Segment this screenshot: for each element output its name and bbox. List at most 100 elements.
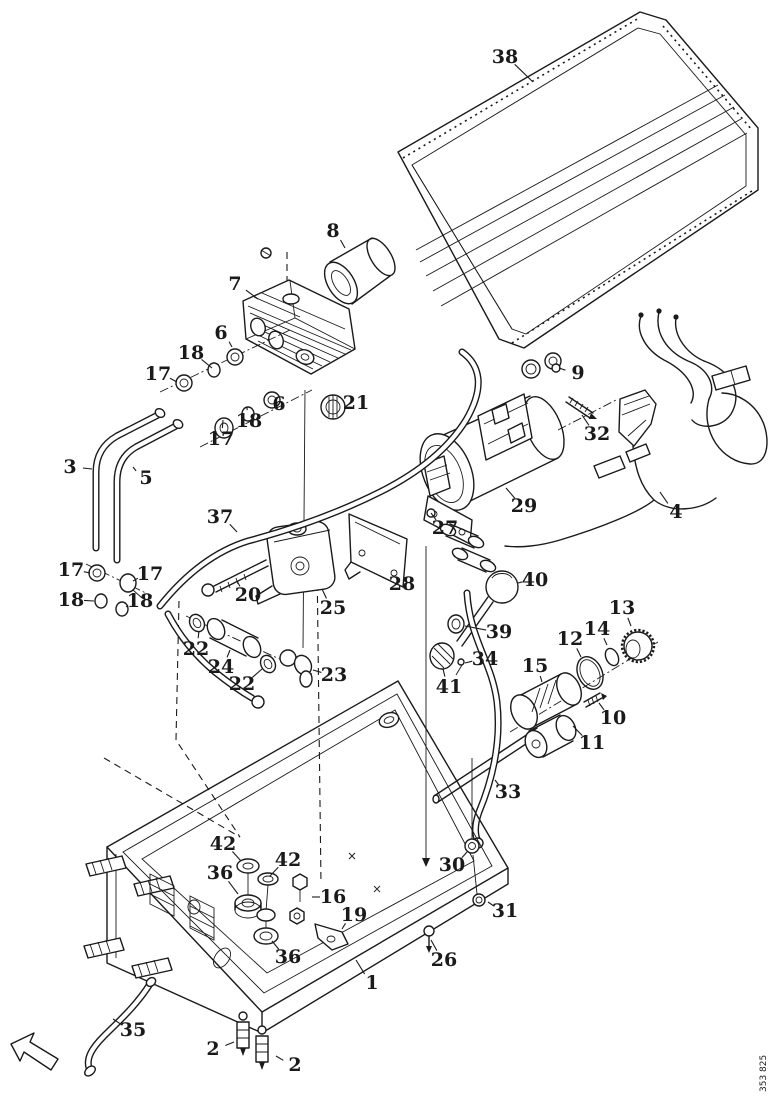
leader-line-33 — [494, 779, 499, 785]
part-callout-11: 11 — [579, 732, 605, 754]
plug-6 — [226, 348, 244, 366]
part-callout-20: 20 — [235, 584, 261, 606]
leader-line-29 — [505, 487, 516, 499]
valve-cores — [236, 1011, 269, 1070]
part-callout-24: 24 — [208, 656, 234, 678]
leader-line-13 — [627, 617, 632, 627]
part-callout-13: 13 — [609, 597, 635, 619]
valve-core-2b — [255, 1025, 269, 1070]
part-callout-25: 25 — [320, 597, 346, 619]
elbow-fitting-23 — [279, 649, 313, 688]
leader-line-1 — [355, 959, 366, 975]
leader-line-32 — [581, 414, 590, 426]
filter-breather-group — [432, 628, 659, 804]
o-ring-12 — [576, 656, 604, 690]
bracket-19 — [314, 923, 349, 951]
nut-18 — [94, 593, 108, 609]
leader-line-11 — [572, 725, 583, 737]
grommet-39 — [447, 614, 465, 634]
leader-line-12 — [576, 648, 582, 658]
grommet-41 — [429, 642, 455, 670]
part-callout-42: 42 — [275, 849, 301, 871]
hose-5 — [113, 418, 184, 564]
part-callout-14: 14 — [584, 618, 610, 640]
leader-line-18 — [201, 358, 213, 369]
leader-line-24 — [226, 649, 231, 658]
part-callout-8: 8 — [326, 220, 339, 242]
leader-line-14 — [603, 638, 608, 646]
pump-bolt-20 — [201, 559, 269, 597]
part-callout-19: 19 — [341, 904, 367, 926]
leader-line-20 — [236, 580, 241, 587]
reservoir-tank — [83, 680, 509, 1034]
port-fittings-upper — [159, 329, 313, 448]
hose-35 — [84, 976, 157, 1077]
leader-line-6 — [228, 341, 233, 348]
part-callout-18: 18 — [236, 410, 262, 432]
washer-36b — [253, 921, 279, 945]
nut-18 — [115, 601, 129, 617]
wall-vents — [149, 873, 215, 941]
leader-line-42 — [232, 851, 242, 862]
leader-line-4 — [659, 491, 669, 504]
part-callout-3: 3 — [63, 456, 76, 478]
direction-arrow — [10, 1032, 59, 1071]
part-callout-1: 1 — [365, 972, 378, 994]
inline-filter-24 — [206, 617, 262, 659]
part-callout-38: 38 — [492, 46, 518, 68]
part-callout-39: 39 — [486, 621, 512, 643]
part-callout-30: 30 — [439, 854, 465, 876]
part-callout-6: 6 — [214, 322, 227, 344]
elbow-fitting-17 — [175, 374, 193, 392]
part-callout-21: 21 — [343, 392, 369, 414]
cable-terminals — [439, 523, 497, 573]
leader-line-35 — [112, 1018, 122, 1026]
part-callout-34: 34 — [472, 648, 498, 670]
leader-line-2 — [275, 1055, 284, 1061]
leader-line-40 — [517, 581, 523, 584]
floor-hole — [187, 899, 201, 915]
leader-line-37 — [229, 523, 238, 533]
part-callout-36: 36 — [207, 862, 233, 884]
spade-connector — [593, 455, 626, 479]
plug-6 — [263, 391, 281, 409]
filter-cartridge-15 — [510, 672, 582, 730]
pump-bracket-28 — [344, 513, 408, 588]
leader-line-22 — [252, 668, 263, 678]
leader-line-42 — [269, 866, 279, 877]
floor-slot — [213, 947, 231, 969]
leader-line-5 — [132, 466, 137, 472]
cap-nut-9 — [551, 363, 561, 373]
part-callout-5: 5 — [139, 467, 152, 489]
stud-42-36 — [234, 858, 262, 919]
part-callout-15: 15 — [522, 655, 548, 677]
standoff-16 — [289, 873, 308, 925]
corner-code: 353 825 — [759, 1055, 769, 1092]
floor-mark — [348, 852, 356, 860]
solenoid-coil — [323, 237, 396, 305]
leader-line-17 — [83, 571, 91, 574]
part-callout-37: 37 — [207, 506, 233, 528]
leader-line-26 — [430, 939, 438, 952]
spade-connector — [625, 443, 651, 463]
part-callout-31: 31 — [492, 900, 518, 922]
leader-line-39 — [464, 625, 487, 631]
part-callout-22: 22 — [183, 638, 209, 660]
part-callout-28: 28 — [389, 573, 415, 595]
hose-37 — [156, 348, 482, 610]
nut-18 — [207, 362, 221, 378]
screw-26 — [423, 925, 435, 953]
part-callout-18: 18 — [58, 589, 84, 611]
part-callout-2: 2 — [288, 1054, 301, 1076]
motor-screw-32 — [565, 396, 597, 419]
floor-mark — [373, 885, 381, 893]
mounting-feet — [83, 855, 175, 979]
rim-grommet — [378, 711, 400, 729]
leader-line-41 — [442, 668, 446, 677]
screw-34 — [455, 658, 465, 676]
screw-10 — [583, 692, 607, 708]
part-callout-17: 17 — [145, 363, 171, 385]
part-callout-12: 12 — [557, 628, 583, 650]
part-callout-7: 7 — [228, 273, 241, 295]
